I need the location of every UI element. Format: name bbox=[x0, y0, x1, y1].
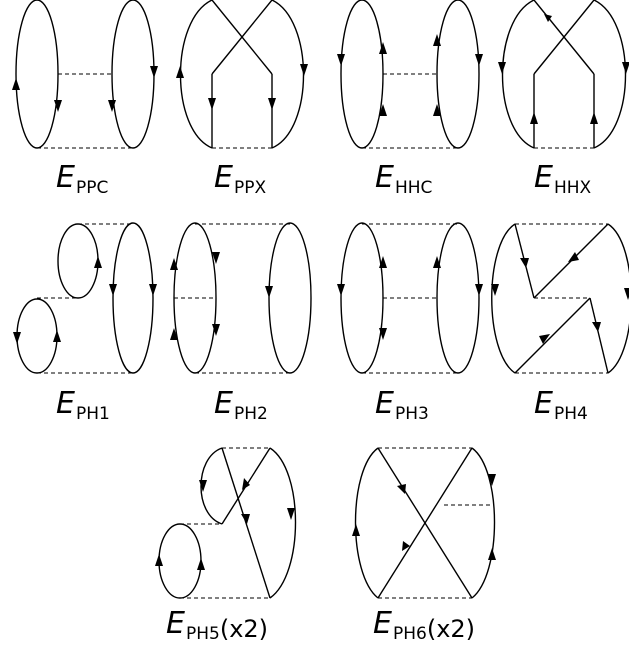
ph4-arrow-5 bbox=[592, 322, 601, 332]
ph6-right-arc bbox=[471, 447, 496, 599]
ppc-arrow-4 bbox=[150, 66, 158, 78]
ppx-right-arc bbox=[271, 0, 305, 149]
hhx-cross-2 bbox=[533, 0, 595, 75]
ph2-arrow-2 bbox=[212, 252, 220, 264]
label-ppc: EPPC bbox=[56, 160, 109, 198]
ppc-arrow-1 bbox=[12, 78, 20, 90]
label-ph4: EPH4 bbox=[534, 386, 588, 424]
diagram-ph4 bbox=[491, 223, 629, 374]
ppx-cross-2 bbox=[211, 0, 273, 75]
ppx-arrow-3 bbox=[268, 98, 276, 110]
ph2-arrow-5 bbox=[265, 286, 273, 298]
ph1-big-loop bbox=[112, 222, 154, 374]
ph6-arrow-1 bbox=[352, 524, 360, 536]
hhc-arrow-1 bbox=[337, 54, 345, 66]
hhx-arrow-1 bbox=[498, 62, 506, 74]
hhc-arrow-3 bbox=[379, 104, 387, 116]
ph3-right-loop bbox=[436, 222, 480, 374]
label-ph1: EPH1 bbox=[56, 386, 110, 424]
ph4-line-4 bbox=[589, 297, 609, 374]
ph5-right-arc bbox=[269, 447, 297, 599]
ppx-left-arc bbox=[179, 0, 213, 149]
label-ph5: EPH5(x2) bbox=[166, 606, 269, 644]
diagram-hhc bbox=[337, 0, 483, 149]
ph5-arrow-5 bbox=[155, 554, 163, 566]
ph6-arrow-5 bbox=[488, 548, 496, 560]
ph1-arrow-3 bbox=[13, 332, 21, 344]
ph3-arrow-3 bbox=[379, 328, 387, 340]
ph1-bottom-small-loop bbox=[16, 298, 58, 374]
ph6-arrow-2 bbox=[397, 484, 406, 494]
label-hhc: EHHC bbox=[375, 160, 433, 198]
ph4-arrow-6 bbox=[624, 288, 629, 300]
hhx-left-arc bbox=[501, 0, 535, 149]
hhx-arrow-5 bbox=[622, 62, 629, 74]
ppx-arrow-2 bbox=[208, 98, 216, 110]
ph5-arrow-4 bbox=[287, 508, 295, 520]
diagram-ph6 bbox=[352, 447, 496, 599]
hhx-right-arc bbox=[593, 0, 627, 149]
ph2-right-loop bbox=[268, 222, 312, 374]
diagram-ph1 bbox=[13, 222, 157, 374]
diagram-hhx bbox=[498, 0, 629, 149]
ppc-right-loop bbox=[111, 0, 155, 149]
hhc-arrow-2 bbox=[379, 42, 387, 54]
ph4-left-arc bbox=[491, 223, 516, 374]
ph4-arrow-2 bbox=[520, 258, 529, 268]
hhc-left-loop bbox=[340, 0, 384, 149]
ph2-arrow-3 bbox=[170, 328, 178, 340]
label-ph6: EPH6(x2) bbox=[373, 606, 476, 644]
ph5-arrow-3 bbox=[241, 514, 250, 524]
ph5-diag-1 bbox=[221, 447, 271, 599]
ph3-arrow-5 bbox=[475, 284, 483, 296]
ph6-left-arc bbox=[354, 447, 379, 599]
hhc-arrow-6 bbox=[475, 54, 483, 66]
hhx-arrow-3 bbox=[544, 14, 552, 22]
diagram-ph3 bbox=[337, 222, 483, 374]
ph5-arrow-1 bbox=[199, 480, 207, 492]
ph6-arrow-4 bbox=[488, 474, 496, 486]
ph3-arrow-4 bbox=[433, 256, 441, 268]
ppc-arrow-2 bbox=[54, 100, 62, 112]
diagram-ph5 bbox=[155, 447, 297, 599]
hhx-arrow-2 bbox=[530, 112, 538, 124]
ph4-line-3 bbox=[514, 297, 591, 374]
ph6-arrow-3 bbox=[402, 541, 410, 551]
ph2-arrow-1 bbox=[170, 258, 178, 270]
label-hhx: EHHX bbox=[534, 160, 592, 198]
hhx-arrow-4 bbox=[590, 112, 598, 124]
ph1-arrow-2 bbox=[53, 330, 61, 342]
ppc-left-loop bbox=[15, 0, 59, 149]
label-ph3: EPH3 bbox=[375, 386, 429, 424]
ph3-left-loop bbox=[340, 222, 384, 374]
ppc-arrow-3 bbox=[108, 100, 116, 112]
ph1-arrow-1 bbox=[94, 256, 102, 268]
ppx-arrow-4 bbox=[300, 64, 308, 76]
diagram-ppx bbox=[176, 0, 308, 149]
hhc-arrow-4 bbox=[433, 34, 441, 46]
ph5-bottom-small-loop bbox=[158, 523, 202, 599]
ph2-arrow-4 bbox=[212, 324, 220, 336]
diagram-ph2 bbox=[170, 222, 312, 374]
ph5-arrow-6 bbox=[197, 558, 205, 570]
hhc-right-loop bbox=[436, 0, 480, 149]
ppx-arrow-1 bbox=[176, 66, 184, 78]
hhc-arrow-5 bbox=[433, 104, 441, 116]
label-ppx: EPPX bbox=[214, 160, 267, 198]
ph6-diag-2 bbox=[377, 447, 473, 599]
ph1-arrow-5 bbox=[149, 284, 157, 296]
ph3-arrow-1 bbox=[337, 284, 345, 296]
label-ph2: EPH2 bbox=[214, 386, 268, 424]
ph4-arrow-1 bbox=[491, 284, 499, 296]
ph4-arrow-4 bbox=[539, 334, 550, 344]
ph4-right-arc bbox=[607, 223, 629, 374]
diagram-ppc bbox=[12, 0, 158, 149]
ph5-arrow-2 bbox=[242, 478, 250, 490]
ph1-top-small-loop bbox=[57, 223, 99, 299]
ph1-arrow-4 bbox=[109, 284, 117, 296]
ph4-arrow-3 bbox=[568, 252, 579, 262]
ph3-arrow-2 bbox=[379, 256, 387, 268]
